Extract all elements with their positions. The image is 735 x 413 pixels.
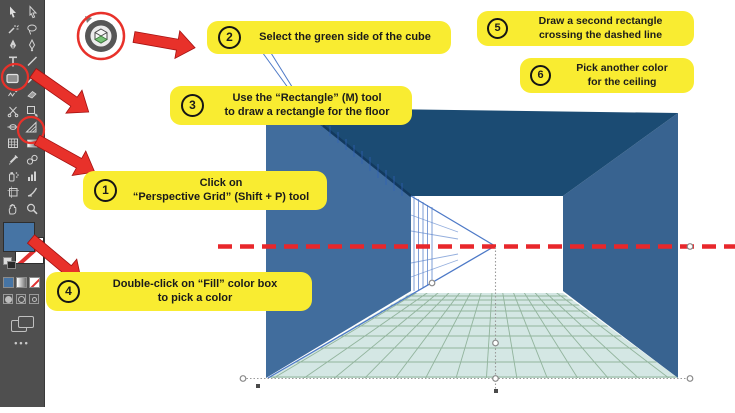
callout-3-text-line2: to draw a rectangle for the floor bbox=[224, 106, 390, 119]
callout-5-text-line1: Draw a second rectangle bbox=[538, 15, 663, 27]
pen-tool-icon[interactable] bbox=[3, 37, 22, 53]
callout-1-text-line1: Click on bbox=[199, 177, 243, 189]
draw-inside-mode-icon[interactable] bbox=[29, 294, 39, 304]
hand-tool-icon[interactable] bbox=[3, 201, 22, 217]
callout-3-text-line1: Use the “Rectangle” (M) tool bbox=[232, 92, 382, 104]
callout-2: 2 Select the green side of the cube bbox=[207, 21, 451, 54]
scissors-tool-icon[interactable] bbox=[3, 102, 22, 118]
callout-4-text-line2: to pick a color bbox=[157, 292, 233, 305]
illustrator-toolbar: ••• bbox=[0, 0, 45, 407]
annotation-circles bbox=[0, 11, 126, 145]
callout-3: 3 Use the “Rectangle” (M) tool to draw a… bbox=[170, 86, 412, 125]
blend-tool-icon[interactable] bbox=[22, 152, 41, 168]
callout-4-text-line1: Double-click on “Fill” color box bbox=[112, 278, 278, 290]
callout-1-number: 1 bbox=[94, 178, 117, 202]
arrow-to-callout-3 bbox=[29, 67, 90, 114]
zoom-tool-icon[interactable] bbox=[22, 201, 41, 217]
callout-5-number: 5 bbox=[487, 18, 508, 40]
mesh-tool-icon[interactable] bbox=[3, 135, 22, 151]
callout-5: 5 Draw a second rectangle crossing the d… bbox=[477, 11, 694, 47]
selection-tool-icon[interactable] bbox=[3, 4, 22, 20]
width-tool-icon[interactable] bbox=[3, 119, 22, 135]
arrow-to-callout-2 bbox=[132, 29, 196, 60]
fill-mode-buttons bbox=[3, 277, 40, 288]
change-screen-mode-icon[interactable] bbox=[11, 316, 34, 332]
direct-selection-tool-icon[interactable] bbox=[22, 4, 41, 20]
column-graph-tool-icon[interactable] bbox=[22, 168, 41, 184]
callout-2-text: Select the green side of the cube bbox=[259, 31, 431, 44]
edit-toolbar-button[interactable]: ••• bbox=[14, 338, 30, 348]
symbol-sprayer-tool-icon[interactable] bbox=[3, 168, 22, 184]
circle-around-perspective-tool bbox=[16, 115, 46, 145]
rectangle-tool-icon[interactable] bbox=[3, 70, 22, 86]
callout-2-number: 2 bbox=[218, 26, 241, 49]
grid-handles[interactable] bbox=[239, 243, 694, 382]
artboard-tool-icon[interactable] bbox=[3, 184, 22, 200]
slice-tool-icon[interactable] bbox=[22, 184, 41, 200]
callout-6: 6 Pick another color for the ceiling bbox=[520, 58, 694, 94]
circle-around-rectangle-tool bbox=[0, 62, 30, 92]
arrow-to-callout-1 bbox=[33, 134, 96, 177]
eraser-tool-icon[interactable] bbox=[22, 86, 41, 102]
widget-cube-icon bbox=[94, 28, 108, 44]
widget-floor-plane-green[interactable] bbox=[94, 35, 108, 44]
type-tool-icon[interactable] bbox=[3, 53, 22, 69]
callout-6-text-line2: for the ceiling bbox=[587, 75, 657, 88]
callout-5-text-line2: crossing the dashed line bbox=[538, 28, 663, 41]
magic-wand-tool-icon[interactable] bbox=[3, 20, 22, 36]
lasso-tool-icon[interactable] bbox=[22, 20, 41, 36]
gradient-mode-button[interactable] bbox=[16, 277, 27, 288]
draw-normal-mode-icon[interactable] bbox=[3, 294, 13, 304]
callout-4-number: 4 bbox=[57, 279, 80, 303]
default-fill-stroke-icon[interactable] bbox=[3, 257, 16, 269]
floor-rectangle[interactable] bbox=[268, 293, 678, 378]
ceiling-rectangle[interactable] bbox=[301, 108, 678, 196]
none-mode-button[interactable] bbox=[29, 277, 40, 288]
drawing-mode-buttons bbox=[3, 294, 39, 304]
free-transform-tool-icon[interactable] bbox=[22, 102, 41, 118]
callout-1: 1 Click on “Perspective Grid” (Shift + P… bbox=[83, 171, 327, 210]
circle-around-widget bbox=[76, 11, 126, 61]
draw-behind-mode-icon[interactable] bbox=[16, 294, 26, 304]
curvature-tool-icon[interactable] bbox=[22, 37, 41, 53]
callout-3-number: 3 bbox=[181, 93, 204, 117]
grid-dotted-guides bbox=[243, 247, 690, 389]
perspective-grid-tool-icon[interactable] bbox=[22, 119, 41, 135]
plane-switch-widget[interactable] bbox=[84, 15, 117, 52]
annotation-arrows bbox=[26, 29, 196, 282]
callout-6-number: 6 bbox=[530, 65, 551, 87]
line-segment-tool-icon[interactable] bbox=[22, 53, 41, 69]
callout-6-text-line1: Pick another color bbox=[576, 62, 668, 74]
callout-1-text-line2: “Perspective Grid” (Shift + P) tool bbox=[132, 191, 310, 204]
color-mode-button[interactable] bbox=[3, 277, 14, 288]
eyedropper-tool-icon[interactable] bbox=[3, 152, 22, 168]
grid-anchor-dots[interactable] bbox=[256, 384, 498, 393]
callout-4: 4 Double-click on “Fill” color box to pi… bbox=[46, 272, 312, 311]
